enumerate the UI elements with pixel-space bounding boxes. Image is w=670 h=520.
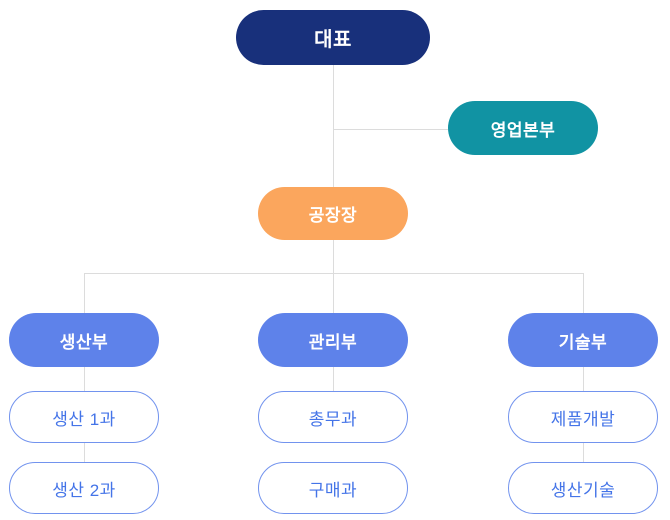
org-node-production-section-1: 생산 1과: [9, 391, 159, 443]
connector-drop-tech: [583, 273, 584, 313]
org-node-production-dept: 생산부: [9, 313, 159, 367]
org-node-technology-dept: 기술부: [508, 313, 658, 367]
org-node-general-affairs: 총무과: [258, 391, 408, 443]
org-node-sales-division: 영업본부: [448, 101, 598, 155]
org-node-management-dept: 관리부: [258, 313, 408, 367]
connector-ceo-sales: [333, 129, 448, 130]
connector-ceo-factory: [333, 65, 334, 187]
connector-dev-prodtech: [583, 443, 584, 462]
org-node-production-technology: 생산기술: [508, 462, 658, 514]
connector-drop-prod: [84, 273, 85, 313]
org-node-factory-manager: 공장장: [258, 187, 408, 240]
org-node-production-section-2: 생산 2과: [9, 462, 159, 514]
connector-tech-dev: [583, 367, 584, 391]
connector-branch-bar: [84, 273, 584, 274]
org-node-product-development: 제품개발: [508, 391, 658, 443]
connector-prod1-prod2: [84, 443, 85, 462]
connector-factory-stem: [333, 240, 334, 274]
connector-prod-prod1: [84, 367, 85, 391]
connector-drop-admin: [333, 273, 334, 313]
org-node-purchasing: 구매과: [258, 462, 408, 514]
connector-admin-general: [333, 367, 334, 391]
org-node-ceo: 대표: [236, 10, 430, 65]
